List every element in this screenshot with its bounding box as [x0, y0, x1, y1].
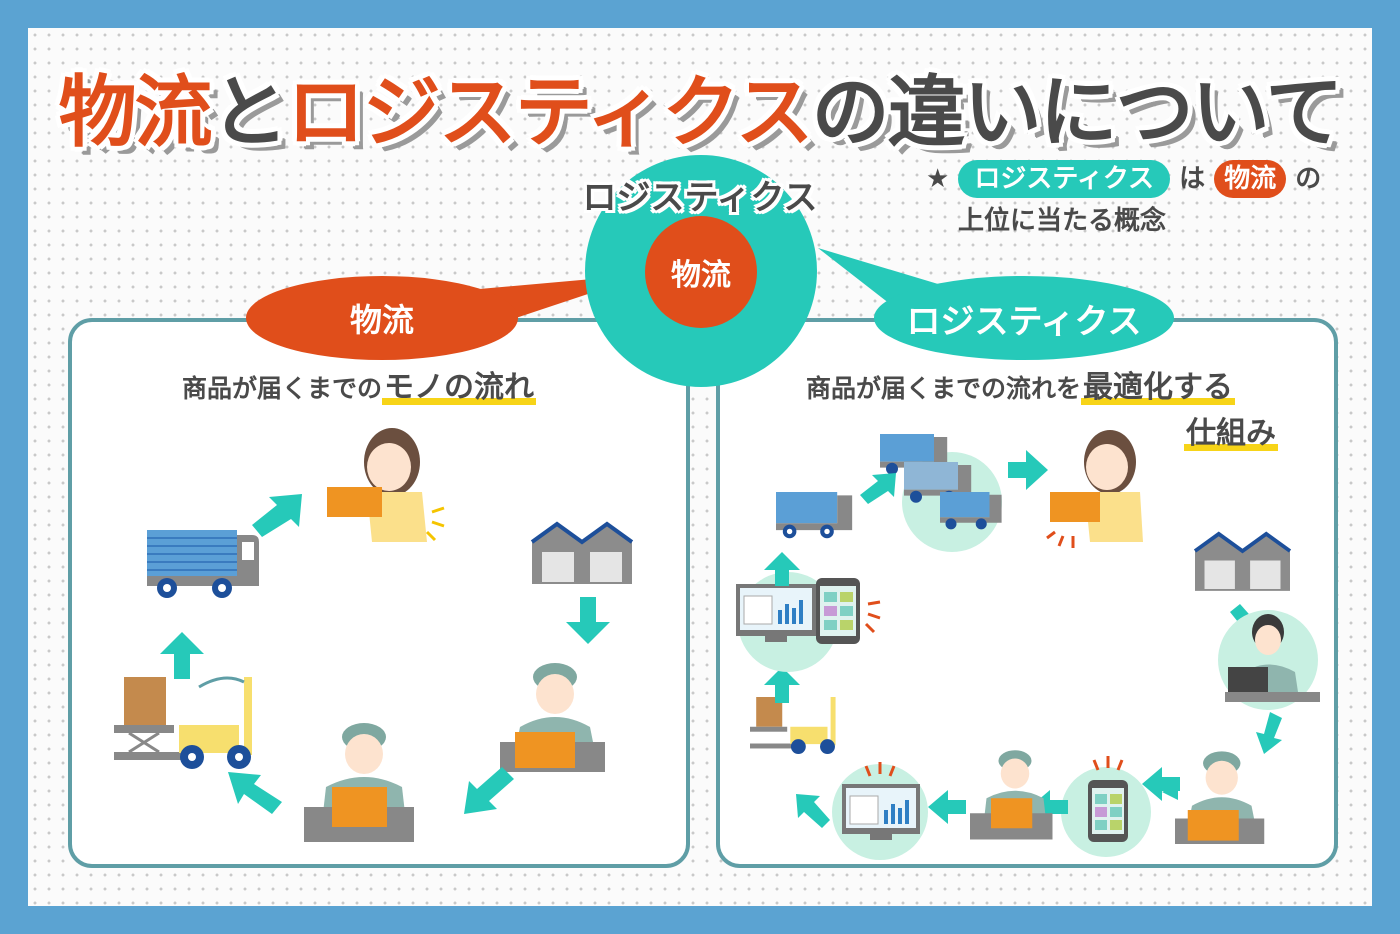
- warehouse-icon: [530, 521, 634, 584]
- concept-note: ★ ロジスティクス は 物流 の 上位に当たる概念: [926, 158, 1321, 242]
- right-subtitle-prefix: 商品が届くまでの流れを: [806, 374, 1082, 403]
- logistics-pill: ロジスティクス: [958, 160, 1171, 198]
- title-butsuryu: 物流: [58, 68, 213, 158]
- arrow-left-icon: [1030, 790, 1068, 824]
- title-suffix: の違いについて: [811, 68, 1344, 158]
- worker-packing-icon: [500, 663, 605, 772]
- note-line2: 上位に当たる概念: [958, 206, 1167, 236]
- left-flow-illustration: [114, 428, 634, 842]
- arrow-up-right-icon: [252, 494, 302, 537]
- right-subtitle-highlight1: 最適化する: [1081, 370, 1236, 405]
- arrow-up-right-icon: [860, 473, 896, 504]
- tablet-management-icon: [1061, 756, 1151, 857]
- right-subtitle-line2: 仕組み: [1184, 408, 1278, 452]
- right-subtitle-highlight2: 仕組み: [1184, 416, 1278, 451]
- customer-icon: [327, 428, 445, 542]
- logistics-circle-label: ロジスティクス: [582, 178, 818, 218]
- star-icon: ★: [926, 164, 950, 194]
- monitor-analytics-icon: [832, 762, 928, 860]
- right-subtitle: 商品が届くまでの流れを最適化する: [806, 362, 1236, 406]
- arrow-up-left-icon: [228, 772, 282, 814]
- butsuryu-pill: 物流: [1214, 160, 1287, 198]
- worker-packing-icon: [1175, 751, 1265, 844]
- right-panel-logistics: 商品が届くまでの流れを最適化する 仕組み: [716, 318, 1338, 868]
- arrow-down-left-icon: [464, 767, 514, 814]
- arrow-up-left-icon: [796, 794, 830, 828]
- note-particle-no: の: [1295, 164, 1322, 194]
- page-title: 物流とロジスティクスの違いについて: [28, 50, 1372, 162]
- arrow-left-icon: [1142, 767, 1180, 801]
- left-subtitle: 商品が届くまでのモノの流れ: [182, 362, 537, 406]
- worker-carrying-icon: [304, 723, 414, 842]
- arrow-right-icon: [1008, 450, 1048, 490]
- customer-icon: [1046, 430, 1143, 548]
- title-to: と: [210, 68, 289, 158]
- infographic-frame: 物流とロジスティクスの違いについて ★ ロジスティクス は 物流 の 上位に当た…: [28, 28, 1372, 906]
- arrow-up-icon: [764, 552, 800, 586]
- office-worker-laptop-icon: [1218, 610, 1320, 710]
- logistics-callout: ロジスティクス: [874, 276, 1174, 360]
- title-logistics: ロジスティクス: [286, 68, 814, 158]
- left-subtitle-prefix: 商品が届くまでの: [182, 374, 383, 403]
- butsuryu-inner-circle: 物流: [645, 216, 757, 328]
- worker-carrying-icon: [970, 750, 1053, 840]
- right-flow-illustration: [736, 430, 1320, 860]
- arrow-left-icon: [928, 790, 966, 824]
- note-particle-wa: は: [1179, 164, 1206, 194]
- arrow-down-icon: [566, 597, 610, 644]
- arrow-up-icon: [160, 632, 204, 679]
- left-subtitle-highlight: モノの流れ: [382, 370, 537, 405]
- fleet-optimization-icon: [880, 434, 1002, 552]
- forklift-icon: [750, 697, 836, 755]
- arrow-down-left-icon: [1256, 712, 1282, 754]
- forklift-icon: [114, 676, 252, 769]
- warehouse-icon: [1193, 531, 1292, 591]
- truck-icon: [776, 492, 853, 539]
- monitor-tablet-system-icon: [736, 572, 881, 672]
- butsuryu-callout: 物流: [246, 276, 518, 360]
- arrow-up-icon: [764, 667, 800, 703]
- truck-icon: [147, 530, 259, 598]
